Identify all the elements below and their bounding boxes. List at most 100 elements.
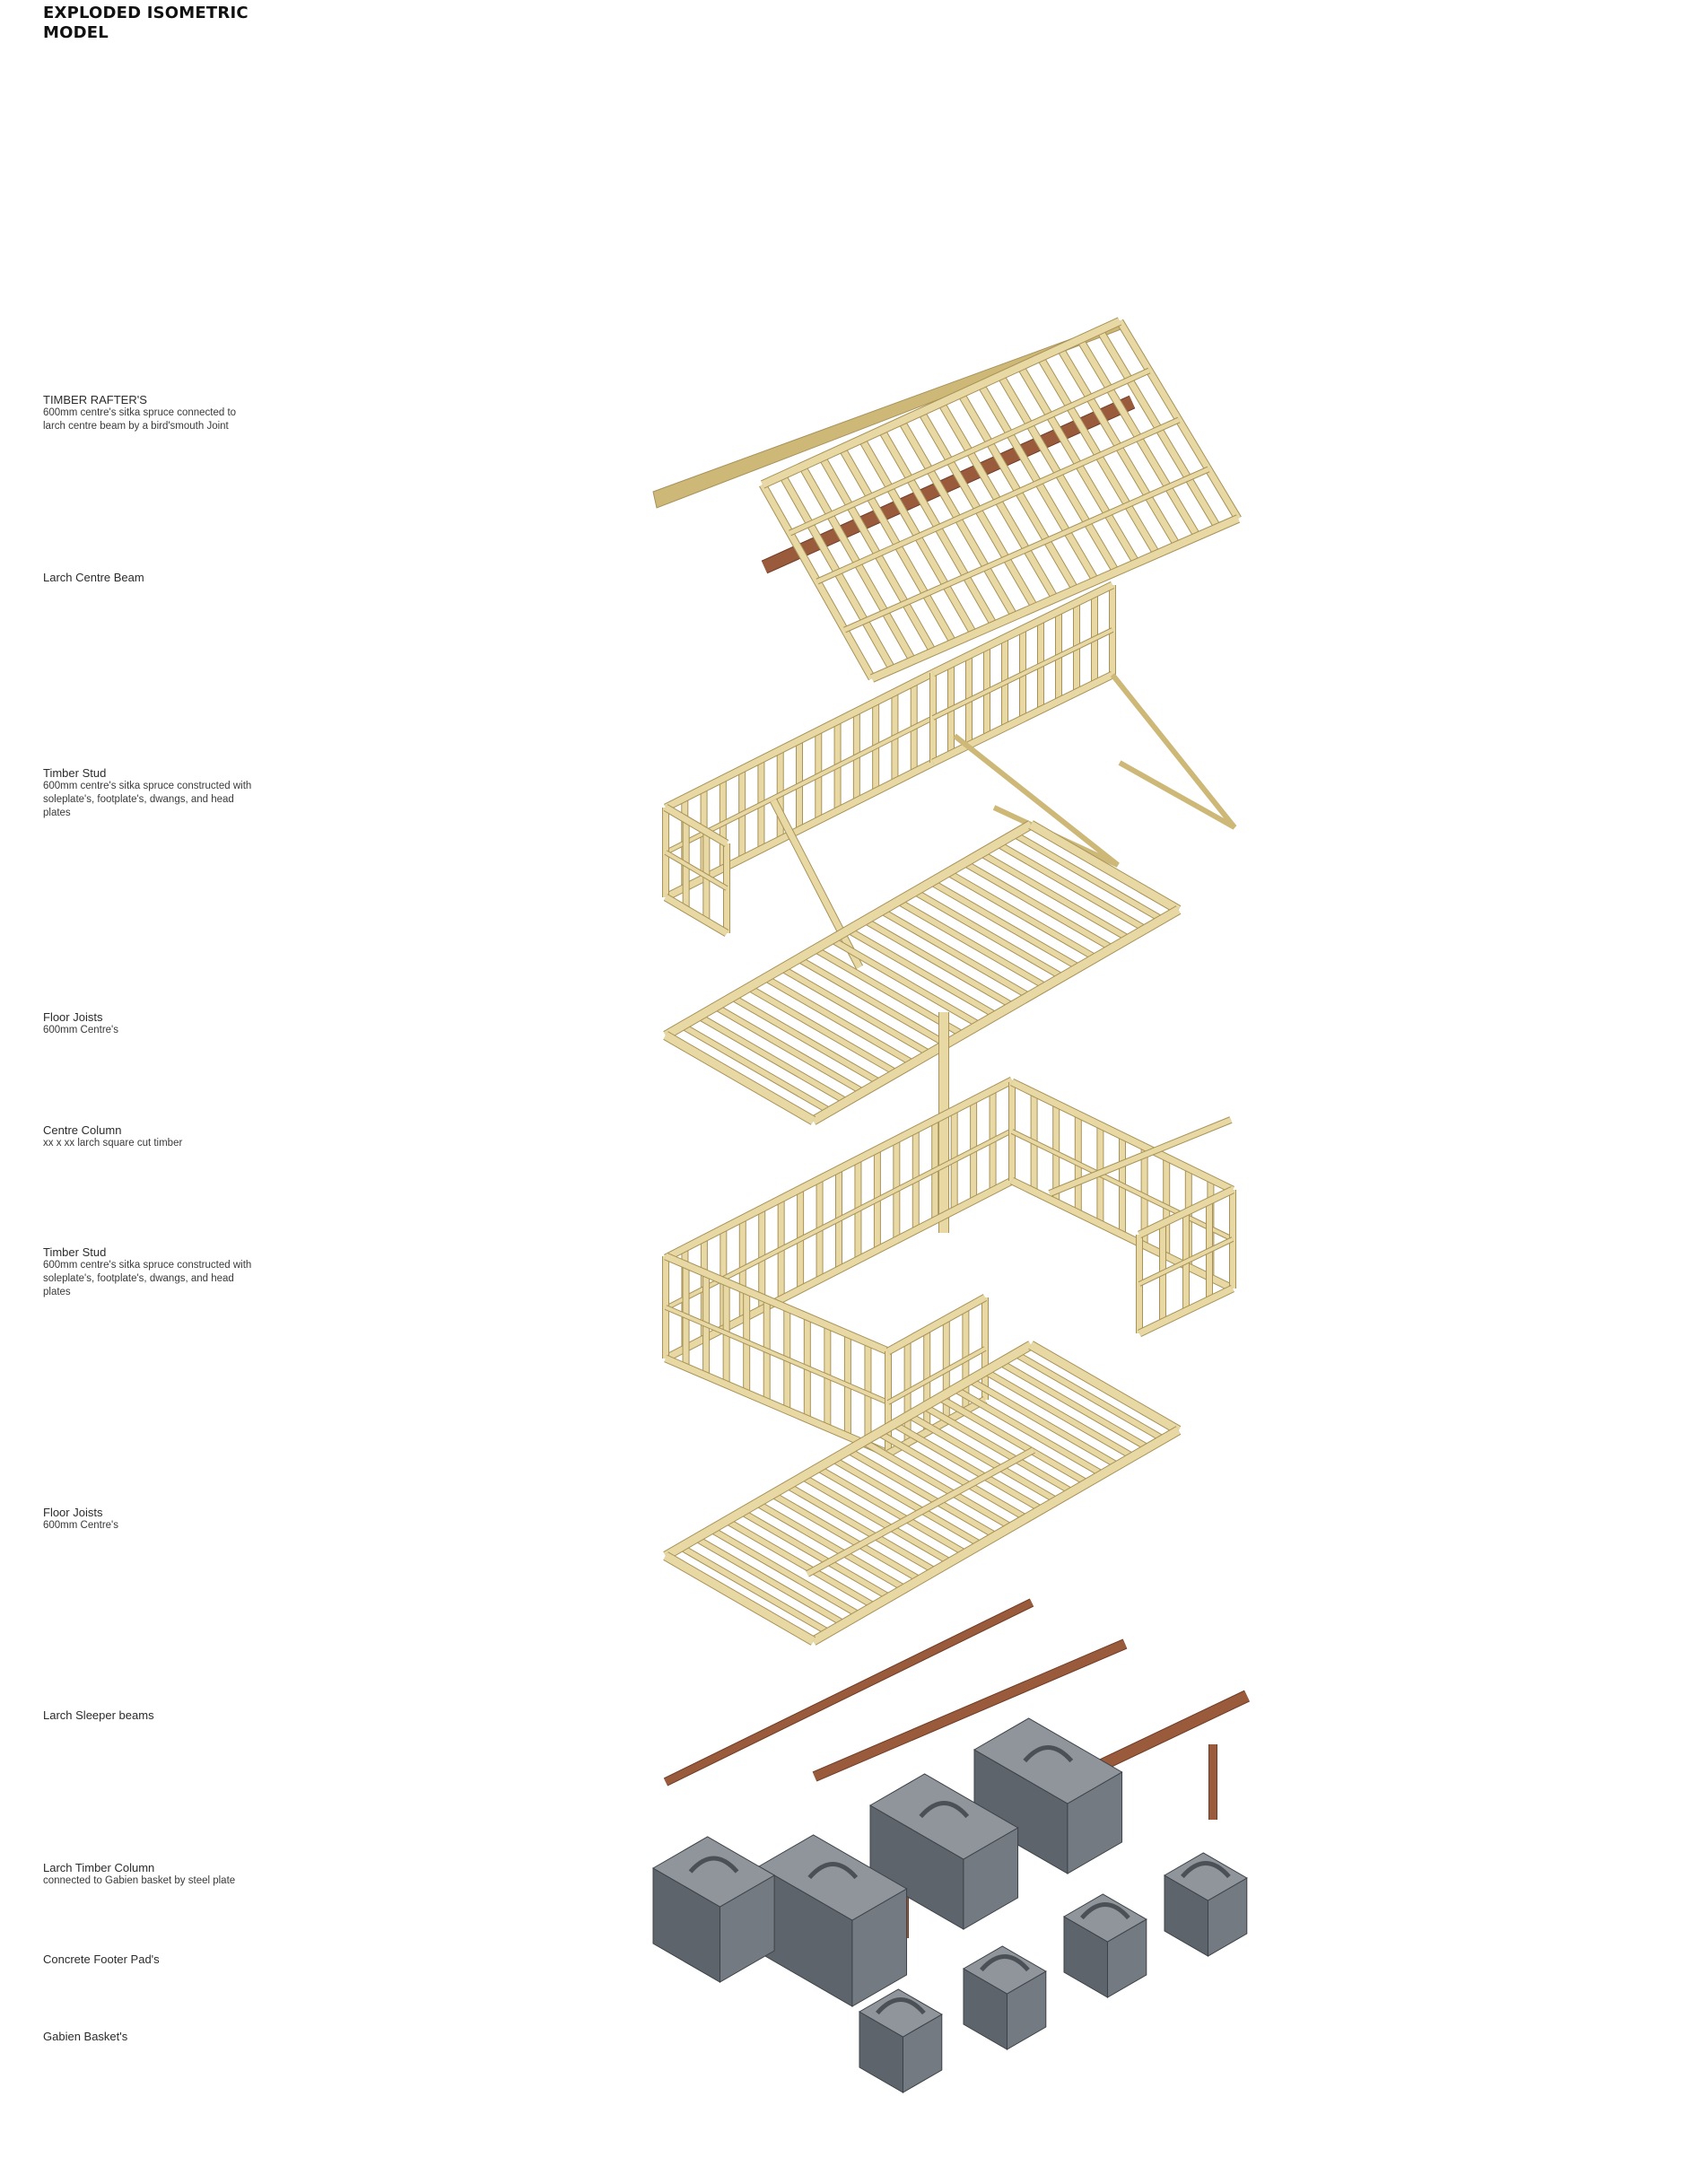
upper-wall-left-end-head-plate (664, 804, 728, 847)
label-head: Larch Sleeper beams (43, 1708, 154, 1722)
upper-wall-brace (770, 799, 863, 969)
lower-wall-right-sole-plate (1010, 1177, 1234, 1292)
lower-floor-joist (801, 1474, 952, 1565)
lower-floor-joist (999, 1359, 1150, 1451)
label-gabien-baskets: Gabien Basket's (43, 2030, 258, 2043)
label-larch-timber-column: Larch Timber Column connected to Gabien … (43, 1861, 258, 1888)
label-sub: 600mm Centre's (43, 1025, 119, 1035)
upper-floor-joist (847, 927, 998, 1018)
gabion-basket-steel-plate (1023, 1745, 1074, 1763)
upper-floor-rim-beam (663, 821, 1034, 1039)
upper-floor-joist (980, 851, 1130, 941)
lower-floor-joist (679, 1544, 830, 1635)
upper-floor-rim-beam (1028, 821, 1181, 913)
label-head: TIMBER RAFTER'S (43, 393, 147, 406)
lower-floor-joist (922, 1403, 1074, 1495)
gabion-basket-top-face (869, 1773, 1019, 1860)
roof-purlin (789, 368, 1151, 536)
label-larch-centre-beam: Larch Centre Beam (43, 571, 258, 584)
gabion-basket-steel-plate (807, 1862, 859, 1880)
lower-floor-trimmer (806, 1447, 1035, 1577)
lower-wall-right-return-sole-plate (1138, 1285, 1234, 1337)
concrete-footer-pad-steel-plate (1181, 1861, 1231, 1879)
page-title: EXPLODED ISOMETRIC MODEL (43, 4, 249, 42)
lower-floor-joist (755, 1500, 906, 1591)
concrete-footer-pad-steel-plate (876, 1997, 926, 2015)
lower-floor-joist (771, 1491, 921, 1583)
upper-floor-joist (730, 994, 882, 1085)
lower-floor-joist (847, 1447, 998, 1539)
lower-floor-joist (786, 1483, 937, 1574)
label-sub: 600mm centre's sitka spruce constructed … (43, 781, 252, 818)
upper-floor-joist (946, 869, 1097, 961)
roof-rafters-layer (652, 317, 1242, 683)
concrete-footer-pad-top-face (1164, 1852, 1248, 1901)
lower-wall-right-dwang (1011, 1130, 1234, 1241)
lower-floor-joist (710, 1527, 860, 1618)
upper-floor-rim-beam (811, 906, 1181, 1124)
gabion-basket-top-face (973, 1717, 1123, 1804)
lower-wall-front-dwang (665, 1306, 889, 1404)
label-head: Timber Stud (43, 766, 107, 780)
upper-floor-joist (880, 908, 1031, 999)
label-sub: 600mm Centre's (43, 1520, 119, 1531)
lower-floor-rim-beam (1028, 1341, 1181, 1434)
upper-floor-joist (863, 918, 1015, 1009)
lower-floor-joist (968, 1377, 1120, 1468)
upper-wall-back-head-plate (664, 669, 935, 811)
upper-floor-joist (763, 975, 915, 1066)
upper-floor-joist (797, 956, 948, 1047)
lower-wall-right-head-plate (1010, 1079, 1234, 1193)
ridge-beam (761, 318, 1121, 488)
label-sub: connected to Gabien basket by steel plat… (43, 1875, 236, 1886)
eave-plate (870, 515, 1240, 682)
label-head: Timber Stud (43, 1245, 107, 1259)
label-timber-stud-lower: Timber Stud 600mm centre's sitka spruce … (43, 1245, 258, 1299)
lower-stud-walls-layer (662, 1076, 1236, 1458)
lower-wall-right-return-dwang (1138, 1237, 1234, 1286)
upper-floor-joist (747, 984, 898, 1076)
concrete-footer-pad-top-face (963, 1945, 1047, 1995)
lower-floor-joist (740, 1509, 891, 1600)
upper-floor-joist (830, 937, 981, 1027)
component-labels: TIMBER RAFTER'S 600mm centre's sitka spr… (0, 0, 269, 2184)
label-floor-joists-upper: Floor Joists 600mm Centre's (43, 1010, 258, 1037)
foundation-layer (652, 1717, 1248, 2093)
gabion-basket-steel-plate (688, 1856, 739, 1874)
lower-wall-front-sole-plate (664, 1355, 890, 1457)
label-head: Larch Timber Column (43, 1861, 155, 1874)
upper-floor-rim-beam (663, 1032, 816, 1124)
upper-floor-joist (714, 1004, 865, 1095)
lower-floor-joist (953, 1386, 1104, 1477)
lower-wall-right-return-head-plate (1138, 1186, 1234, 1238)
label-head: Concrete Footer Pad's (43, 1952, 160, 1966)
lower-floor-joist (725, 1518, 876, 1609)
upper-floor-joists-layer (663, 820, 1182, 1125)
label-head: Centre Column (43, 1123, 122, 1137)
label-timber-stud-upper: Timber Stud 600mm centre's sitka spruce … (43, 766, 258, 820)
label-head: Larch Centre Beam (43, 571, 144, 584)
lower-floor-joist (832, 1456, 982, 1547)
label-sub: 600mm centre's sitka spruce connected to… (43, 407, 237, 432)
larch-sleeper-beam (813, 1639, 1127, 1781)
lower-floor-joists-layer (663, 1341, 1182, 1646)
lower-floor-joist (907, 1412, 1059, 1503)
concrete-footer-pad-steel-plate (980, 1954, 1030, 1972)
lower-floor-joist (1014, 1351, 1165, 1442)
gabion-basket-top-face (758, 1834, 908, 1921)
lower-floor-joist (861, 1439, 1013, 1530)
lower-floor-rim-beam (811, 1427, 1181, 1645)
roof-purlin (816, 417, 1181, 584)
upper-wall-left-end-sole-plate (664, 894, 728, 937)
lower-floor-joist (983, 1368, 1135, 1459)
concrete-footer-pad-top-face (859, 1988, 943, 2038)
lower-floor-joist (877, 1430, 1028, 1521)
larch-centre-beam (762, 396, 1135, 573)
gabion-basket-steel-plate (919, 1801, 970, 1819)
upper-floor-joist (913, 889, 1064, 980)
upper-gable-frame (1110, 673, 1237, 830)
label-sub: xx x xx larch square cut timber (43, 1138, 183, 1149)
upper-floor-joist (814, 947, 964, 1037)
upper-floor-joist (996, 841, 1147, 931)
label-head: Gabien Basket's (43, 2030, 128, 2043)
